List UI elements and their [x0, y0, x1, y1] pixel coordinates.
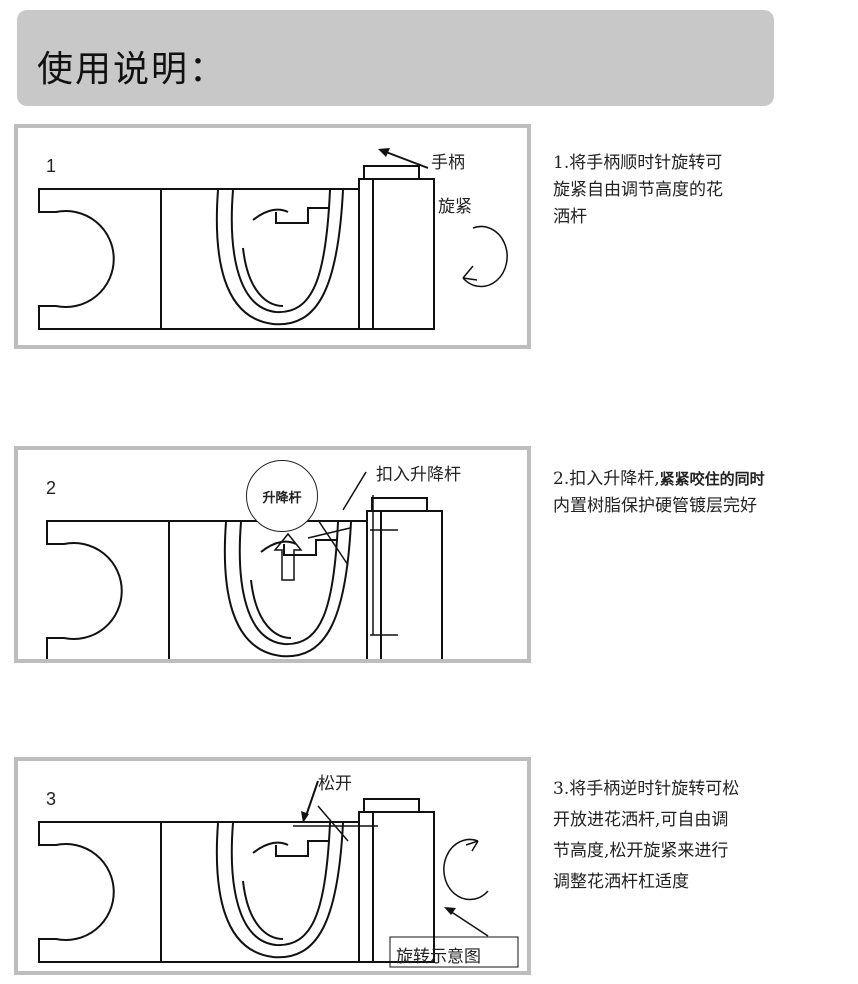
snap-in-label: 扣入升降杆 — [376, 465, 461, 485]
step-1-description: 1.将手柄顺时针旋转可 旋紧自由调节高度的花 洒杆 — [553, 153, 723, 227]
instructions-header: 使用说明： — [17, 10, 774, 106]
rotation-diagram-label: 旋转示意图 — [396, 947, 481, 967]
clockwise-rotation-icon — [462, 225, 508, 288]
clamp-illustration — [38, 148, 508, 330]
step-3-diagram: 3 松开 旋转示意图 — [14, 757, 531, 975]
clamp-illustration — [46, 471, 443, 659]
page-title: 使用说明： — [37, 49, 228, 90]
desc-bold-text: 紧紧咬住的同时 — [659, 470, 765, 488]
step-number: 3 — [46, 789, 57, 809]
handle-label: 手柄 — [431, 153, 465, 173]
step-2-description: 2.扣入升降杆,紧紧咬住的同时 内置树脂保护硬管镀层完好 — [553, 466, 765, 520]
counterclockwise-rotation-icon — [443, 838, 489, 901]
desc-text: 2.扣入升降杆, — [553, 469, 660, 489]
bubble-label: 升降杆 — [262, 490, 302, 506]
step-3-description: 3.将手柄逆时针旋转可松 开放进花洒杆,可自由调 节高度,松开旋紧来进行 调整花… — [553, 779, 740, 892]
arrow-icon — [301, 811, 309, 823]
lifting-rod-bubble: 升降杆 — [246, 460, 318, 532]
clamp-illustration — [38, 780, 519, 968]
step-number: 1 — [46, 156, 57, 176]
arrow-icon — [378, 148, 390, 157]
step-number: 2 — [46, 478, 57, 498]
tighten-label: 旋紧 — [438, 197, 472, 217]
step-2-diagram: 2 升降杆 扣入升降杆 — [14, 446, 531, 663]
desc-text-line2: 内置树脂保护硬管镀层完好 — [553, 496, 757, 516]
up-arrow-icon — [273, 532, 303, 581]
loosen-label: 松开 — [318, 774, 352, 794]
step-1-diagram: 1 手柄 旋紧 — [14, 124, 531, 349]
